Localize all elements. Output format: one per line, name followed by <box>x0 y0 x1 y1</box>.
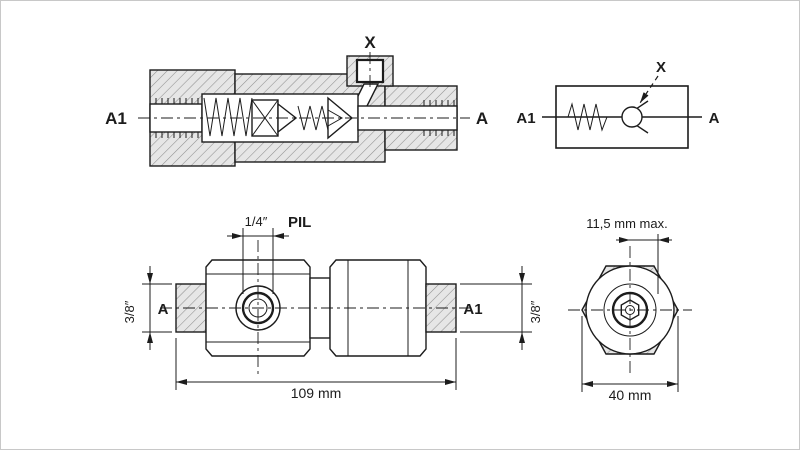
dim-pilot-extension-lines <box>242 228 274 294</box>
dim-socket-group: 11,5 mm max. <box>586 216 672 294</box>
dim-overall-length: 109 mm <box>291 385 342 401</box>
schematic-label-x: X <box>656 59 666 76</box>
port-label-a: A <box>476 109 488 128</box>
dim-length-group: 109 mm <box>175 338 457 401</box>
dim-across-flats: 40 mm <box>609 387 652 403</box>
side-port-label-a1: A1 <box>463 301 482 318</box>
port-label-a1: A1 <box>105 109 127 128</box>
side-dimension-view: A A1 1/4″ PIL 3/8″ 3/8″ <box>122 214 543 401</box>
dim-pilot-thread: 1/4″ <box>245 214 268 229</box>
dim-width-extension-lines <box>581 316 679 392</box>
pilot-line-dashed <box>639 75 659 104</box>
port-a1-fitting <box>425 283 457 333</box>
end-dimension-view: 11,5 mm max. 40 mm <box>568 216 692 403</box>
dim-port-a-group: 3/8″ <box>122 266 172 350</box>
dim-port-a1-group: 3/8″ <box>460 266 543 350</box>
schematic-label-a: A <box>709 110 720 127</box>
dim-port-a1: 3/8″ <box>528 300 543 323</box>
pilot-spring <box>297 105 329 131</box>
dim-pilot-group: 1/4″ PIL <box>227 214 311 294</box>
check-ball <box>621 106 643 128</box>
side-port-label-a: A <box>158 301 169 318</box>
schematic-label-a1: A1 <box>516 110 535 127</box>
pilot-port-label-x: X <box>364 33 376 52</box>
symbol-spring <box>567 102 608 132</box>
pilot-abbr-label: PIL <box>288 214 311 231</box>
schematic-symbol-view: X A1 A <box>516 59 720 149</box>
dim-socket-depth: 11,5 mm max. <box>586 216 667 231</box>
dim-port-a: 3/8″ <box>122 300 137 323</box>
check-spring <box>203 97 253 137</box>
cross-section-view: A1 A X <box>105 33 488 167</box>
port-a1-thread-lines <box>155 98 199 138</box>
dim-width-group: 40 mm <box>581 316 679 403</box>
pilot-piston-detail <box>327 109 344 127</box>
port-a-thread-lines <box>423 100 455 136</box>
